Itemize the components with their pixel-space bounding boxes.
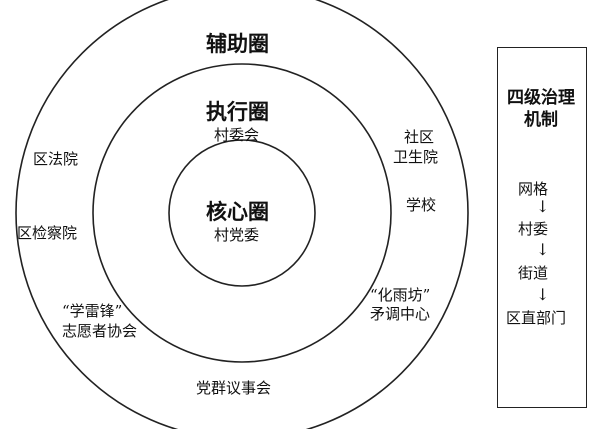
arrow-down-icon: ↓ <box>536 197 550 216</box>
outer-member-school: 学校 <box>406 196 437 214</box>
outer-circle-title: 辅助圈 <box>206 31 269 56</box>
middle-circle <box>92 63 392 363</box>
outer-member-clinic-line2: 卫生院 <box>393 148 439 166</box>
outer-member-clinic-line1: 社区 <box>404 128 435 146</box>
inner-circle-subtitle: 村党委 <box>214 226 260 244</box>
outer-member-huayufang-line2: 矛调中心 <box>370 305 431 323</box>
arrow-down-icon: ↓ <box>536 240 550 259</box>
outer-member-court: 区法院 <box>33 150 79 168</box>
outer-member-leifeng-line1: “学雷锋” <box>62 302 123 320</box>
box-step-street: 街道 <box>518 264 549 282</box>
middle-circle-title: 执行圈 <box>206 99 269 124</box>
box-step-village: 村委 <box>518 220 549 238</box>
middle-circle-subtitle: 村委会 <box>214 126 260 144</box>
outer-member-procuratorate: 区检察院 <box>17 224 78 242</box>
box-title-line2: 机制 <box>524 110 558 130</box>
box-title-line1: 四级治理 <box>507 88 575 108</box>
outer-member-leifeng-line2: 志愿者协会 <box>62 322 138 340</box>
box-step-grid: 网格 <box>518 180 549 198</box>
box-step-district: 区直部门 <box>506 309 567 327</box>
governance-box <box>497 47 587 408</box>
outer-member-huayufang-line1: “化雨坊” <box>370 286 431 304</box>
inner-circle-title: 核心圈 <box>206 199 269 224</box>
inner-circle <box>168 139 316 287</box>
arrow-down-icon: ↓ <box>536 285 550 304</box>
outer-circle <box>15 0 469 429</box>
outer-member-council: 党群议事会 <box>196 379 272 397</box>
